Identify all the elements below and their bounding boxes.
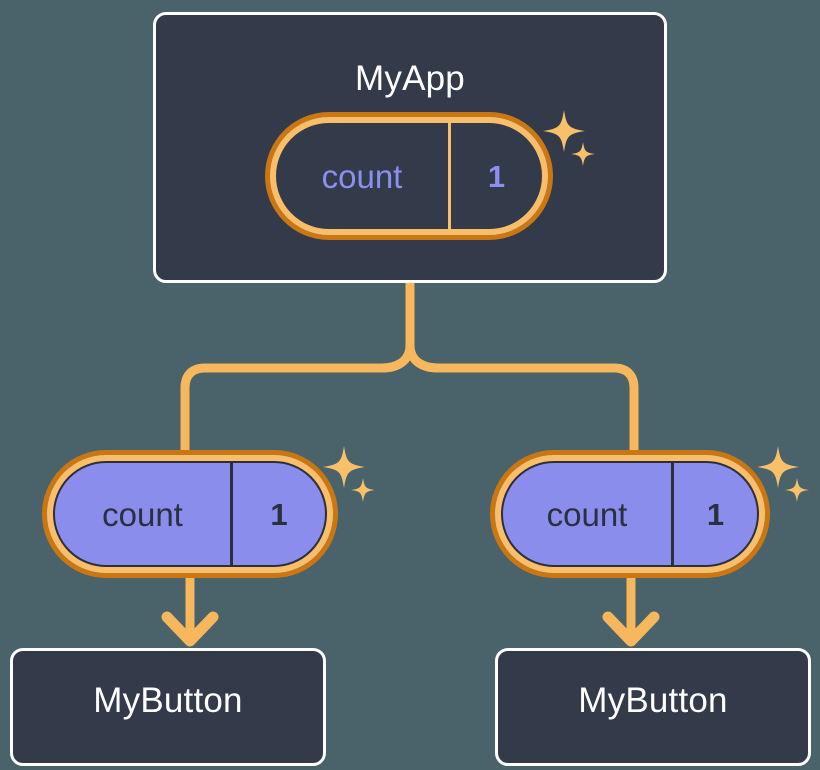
- state-pill-body: count 1: [276, 123, 542, 229]
- state-pill-child-left[interactable]: count 1: [42, 450, 338, 578]
- state-pill-ring: count 1: [270, 117, 548, 235]
- state-pill-body: count 1: [501, 461, 759, 567]
- component-label: MyButton: [578, 681, 728, 720]
- state-pill-child-right[interactable]: count 1: [490, 450, 770, 578]
- state-pill-myapp[interactable]: count 1: [265, 112, 553, 240]
- component-card-mybutton-left[interactable]: MyButton: [10, 648, 326, 766]
- state-value: 1: [487, 158, 506, 194]
- state-value: 1: [706, 496, 725, 532]
- state-value: 1: [270, 496, 288, 532]
- page-title: MyApp: [355, 59, 465, 98]
- state-divider: [230, 463, 233, 565]
- tree-connector-left-branch: [180, 344, 415, 450]
- arrow-down-icon-left: [161, 611, 219, 647]
- tree-connector-right-branch: [405, 344, 639, 450]
- state-key: count: [546, 495, 628, 533]
- state-pill-body: count 1: [53, 461, 327, 567]
- state-pill-ring: count 1: [47, 455, 333, 573]
- arrow-down-icon-right: [602, 611, 660, 647]
- state-divider: [671, 463, 674, 565]
- state-key: count: [102, 495, 183, 533]
- state-divider: [448, 123, 451, 229]
- component-card-mybutton-right[interactable]: MyButton: [495, 648, 811, 766]
- component-label: MyButton: [93, 681, 243, 720]
- state-key: count: [321, 157, 403, 195]
- state-pill-ring: count 1: [495, 455, 765, 573]
